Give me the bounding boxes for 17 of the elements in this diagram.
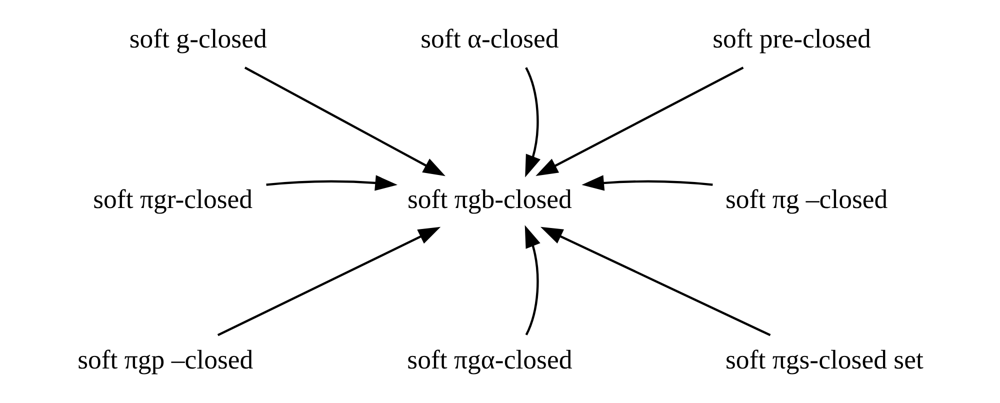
node-text: soft πgα-closed: [406, 344, 572, 375]
arrow: [540, 226, 770, 336]
node-text: soft pre-closed: [712, 23, 870, 54]
arrow: [266, 175, 397, 191]
node-text: soft α-closed: [420, 23, 558, 54]
node-text: soft πgr-closed: [92, 184, 252, 214]
node-text: soft πgb-closed: [407, 184, 572, 214]
arrow: [524, 67, 540, 178]
arrow: [244, 66, 445, 176]
arrow: [581, 175, 712, 191]
arrow: [524, 225, 540, 336]
node-text: soft πgs-closed set: [725, 344, 923, 375]
arrow: [216, 226, 440, 336]
arrow: [535, 66, 744, 176]
node-text: soft πgp –closed: [77, 344, 253, 375]
node-text: soft πg –closed: [725, 184, 888, 214]
node-text: soft g-closed: [128, 23, 266, 54]
